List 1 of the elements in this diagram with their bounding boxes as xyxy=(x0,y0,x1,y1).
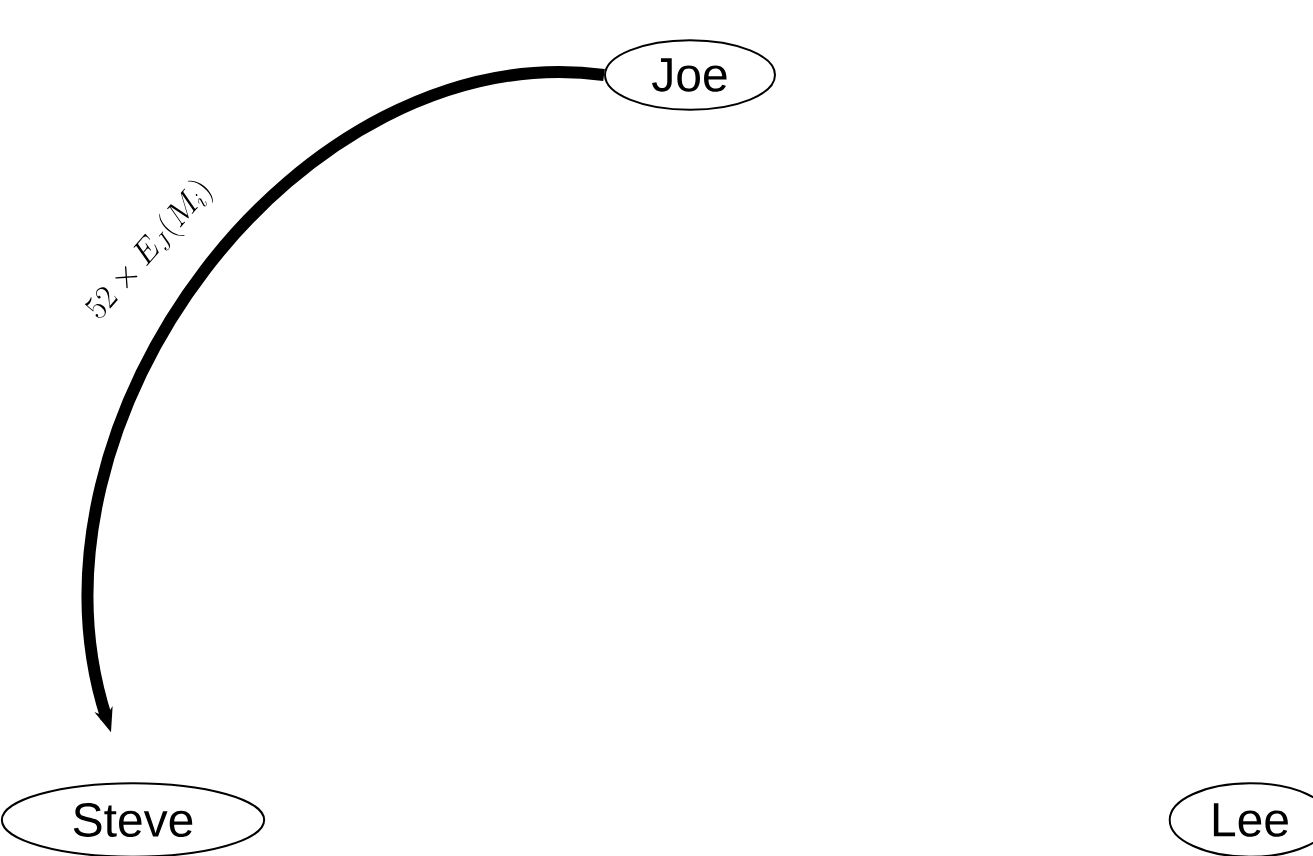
edge-label: $52 \times E_J(M_i)$ xyxy=(84,180,214,318)
